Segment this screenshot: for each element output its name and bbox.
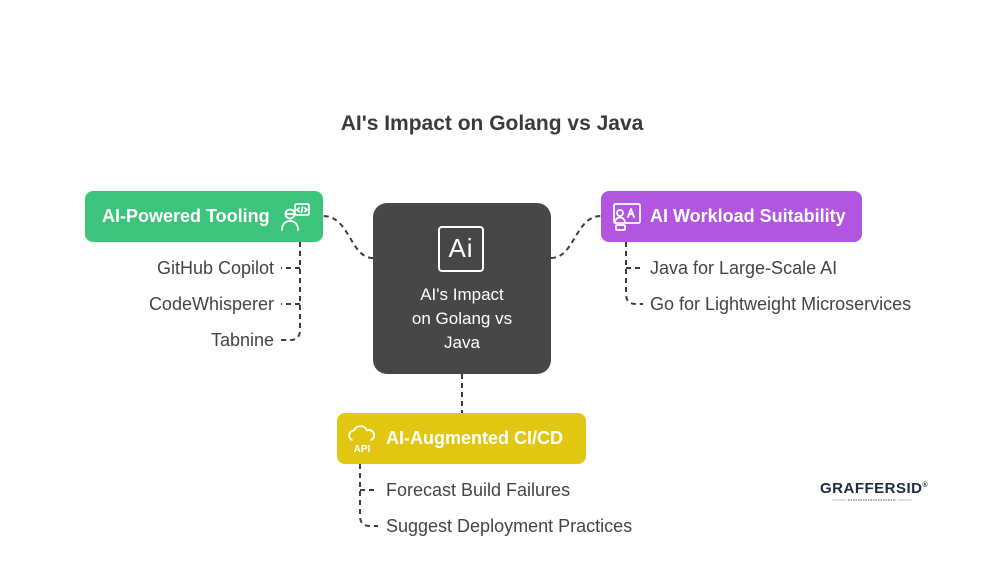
ai-chip-icon: Ai xyxy=(438,226,484,272)
leaf-go-lightweight-microservices: Go for Lightweight Microservices xyxy=(650,294,912,314)
connector-cicd-items xyxy=(359,464,378,527)
logo-registered-mark: ® xyxy=(922,482,929,489)
center-topic-box: Ai AI's Impact on Golang vs Java xyxy=(373,203,551,374)
node-ai-powered-tooling: AI-Powered Tooling xyxy=(85,191,323,242)
graffersid-logo: GRAFFERSID® xyxy=(820,480,928,504)
logo-wordmark: GRAFFERSID® xyxy=(820,480,928,497)
node-label: AI-Powered Tooling xyxy=(102,206,270,226)
center-label-line-2: on Golang vs xyxy=(411,309,513,328)
developer-code-icon xyxy=(279,201,311,233)
node-label: AI-Augmented CI/CD xyxy=(386,428,563,448)
leaf-github-copilot: GitHub Copilot xyxy=(156,258,274,278)
ai-user-board-icon xyxy=(611,201,643,233)
logo-wordmark-text: GRAFFERSID xyxy=(820,480,923,497)
center-label-line-3: Java xyxy=(444,333,480,352)
connector-center-to-workload xyxy=(550,215,602,259)
logo-tagline-graphic xyxy=(832,499,912,501)
connector-workload-items xyxy=(625,242,643,305)
center-topic-label: AI's Impact on Golang vs Java xyxy=(383,283,541,355)
node-label: AI Workload Suitability xyxy=(650,206,846,226)
page-title: AI's Impact on Golang vs Java xyxy=(340,112,644,135)
leaf-java-large-scale-ai: Java for Large-Scale AI xyxy=(650,258,838,278)
leaf-forecast-build-failures: Forecast Build Failures xyxy=(386,480,571,500)
connector-tooling-items xyxy=(281,242,301,341)
center-label-line-1: AI's Impact xyxy=(420,285,504,304)
leaf-codewhisperer: CodeWhisperer xyxy=(148,294,274,314)
connector-center-to-tooling xyxy=(322,215,374,259)
node-ai-augmented-cicd: API AI-Augmented CI/CD xyxy=(337,413,586,464)
cloud-api-icon-text: API xyxy=(354,444,371,455)
node-ai-workload-suitability: AI Workload Suitability xyxy=(601,191,862,242)
leaf-tabnine: Tabnine xyxy=(210,330,274,350)
leaf-suggest-deployment-practices: Suggest Deployment Practices xyxy=(386,516,633,536)
cloud-api-icon: API xyxy=(346,423,378,455)
